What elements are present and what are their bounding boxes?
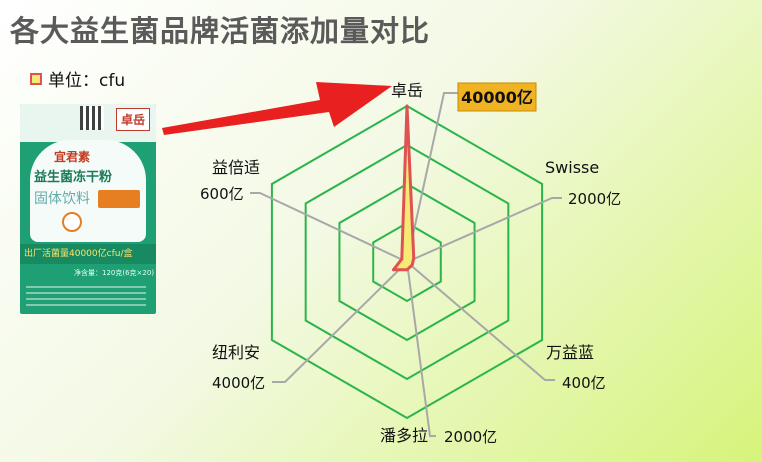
category-label-2: 万益蓝	[546, 343, 594, 362]
grid-ring-4	[270, 104, 544, 420]
leader-line-4	[272, 261, 408, 383]
grid-ring-1	[372, 221, 442, 303]
value-label-0: 40000亿	[461, 88, 533, 107]
grid-ring-3	[304, 143, 510, 381]
leader-line-3	[406, 261, 436, 437]
leader-line-0	[406, 92, 458, 263]
product-package-image: 卓岳 宜君素 益生菌冻干粉 固体饮料 出厂活菌量40000亿cfu/盒 净含量：…	[20, 104, 156, 314]
category-label-1: Swisse	[545, 158, 599, 177]
arrow-shape	[162, 82, 392, 135]
leader-line-2	[406, 261, 555, 381]
page-title: 各大益生菌品牌活菌添加量对比	[10, 14, 431, 48]
category-label-4: 纽利安	[212, 343, 260, 362]
category-label-3: 潘多拉	[380, 426, 428, 445]
category-label-5: 益倍适	[212, 158, 260, 177]
package-name-2: 益生菌冻干粉	[34, 170, 113, 185]
data-point-5	[400, 257, 404, 261]
leader-line-5	[250, 192, 408, 263]
legend-label: 单位：cfu	[48, 71, 126, 91]
package-bar	[20, 244, 156, 264]
highlight-box	[457, 82, 537, 112]
package-circle-icon	[62, 212, 82, 232]
package-name-3: 固体饮料	[34, 191, 90, 207]
data-point-1	[412, 256, 416, 260]
qr-code-icon	[80, 106, 104, 130]
value-label-3: 2000亿	[444, 428, 497, 446]
value-label-4: 4000亿	[212, 374, 265, 392]
package-bar-text: 出厂活菌量40000亿cfu/盒	[24, 249, 133, 259]
data-point-3	[405, 268, 409, 272]
package-small-text	[26, 286, 146, 306]
package-badge	[98, 190, 140, 208]
package-brand: 卓岳	[115, 108, 150, 131]
legend-swatch	[30, 72, 42, 85]
category-label-0: 卓岳	[391, 81, 423, 100]
package-name-1: 宜君素	[54, 150, 91, 164]
value-label-2: 400亿	[562, 374, 606, 392]
package-net-weight: 净含量：120克(6克×20)	[74, 269, 155, 277]
data-point-0	[405, 104, 409, 108]
series-polygon	[391, 104, 416, 272]
legend: 单位：cfu	[30, 66, 125, 91]
value-label-1: 2000亿	[568, 190, 621, 208]
leader-line-1	[406, 197, 562, 263]
data-point-2	[410, 263, 414, 267]
grid-ring-2	[338, 182, 476, 342]
data-point-4	[391, 268, 395, 272]
value-label-5: 600亿	[200, 185, 244, 203]
